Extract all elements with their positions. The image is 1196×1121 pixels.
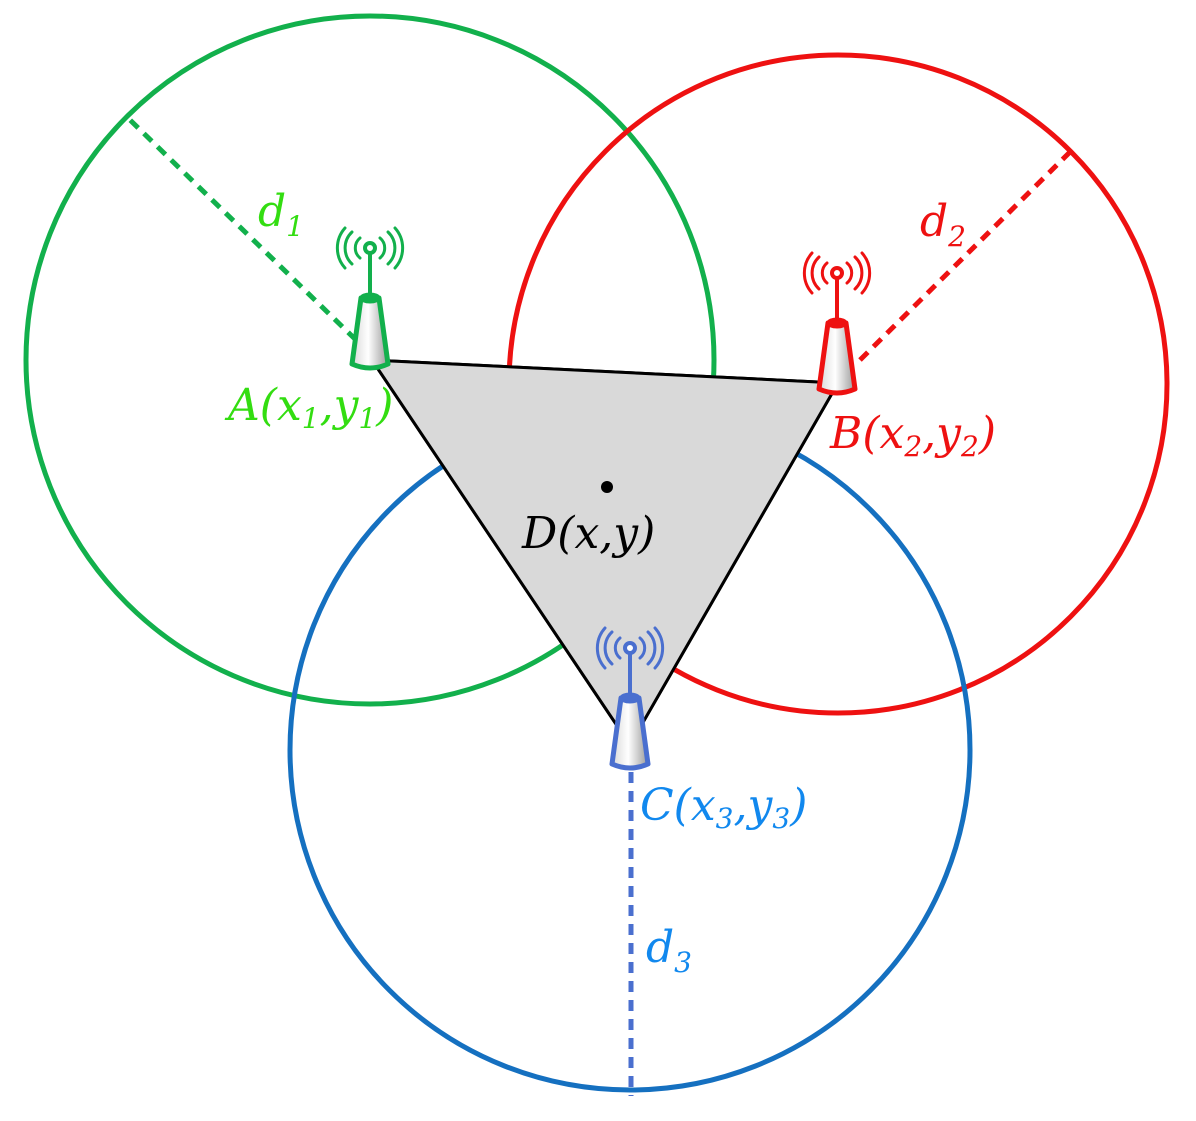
target-label: D(x,y)	[521, 508, 655, 559]
radius-line-b	[858, 150, 1072, 362]
radius-label-d3: d3	[646, 922, 692, 979]
anchor-label-c: C(x3,y3)	[640, 780, 807, 835]
radius-label-d1: d1	[258, 186, 304, 243]
target-point	[601, 481, 613, 493]
anchor-label-a: A(x1,y1)	[224, 380, 393, 435]
range-circle-a	[23, 13, 717, 707]
triangle-outline	[370, 358, 840, 747]
radius-label-d2: d2	[920, 196, 966, 253]
radius-line-a	[126, 116, 358, 342]
antenna-tower-icon	[595, 626, 665, 771]
antenna-tower-icon	[335, 226, 405, 371]
anchor-label-b: B(x2,y2)	[829, 408, 996, 463]
antenna-tower-icon	[802, 251, 872, 396]
